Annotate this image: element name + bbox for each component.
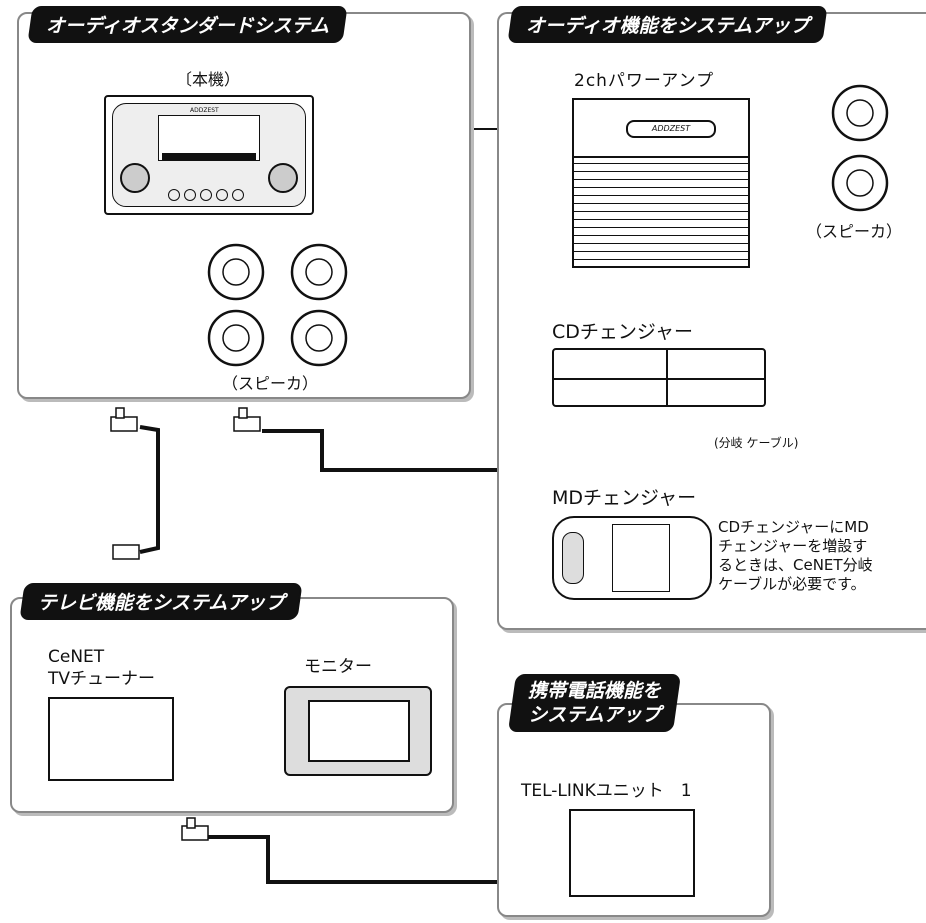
tuning-knob-icon — [268, 163, 298, 193]
tel-link-box — [569, 809, 695, 897]
head-unit: ADDZEST — [104, 95, 314, 215]
tv-tuner-label: CeNET TVチューナー — [48, 647, 156, 689]
volume-knob-icon — [120, 163, 150, 193]
md-changer-label: MDチェンジャー — [552, 487, 697, 509]
cd-changer-label: CDチェンジャー — [552, 321, 693, 343]
tv-up-title: テレビ機能をシステムアップ — [19, 583, 304, 620]
md-note: CDチェンジャーにMD チェンジャーを増設す るときは、CeNET分岐 ケーブル… — [718, 518, 873, 593]
phone-up-title: 携帯電話機能をシステムアップ — [507, 674, 682, 732]
cd-changer — [552, 348, 766, 407]
plug-icon — [112, 544, 140, 560]
amp-badge: ADDZEST — [626, 120, 716, 138]
left-speakers-label: （スピーカ） — [222, 374, 319, 393]
head-unit-brand: ADDZEST — [190, 107, 219, 114]
amp-label: 2chパワーアンプ — [574, 71, 715, 91]
monitor — [284, 686, 432, 776]
main-unit-label: 〔本機） — [176, 70, 241, 89]
right-speakers-label: （スピーカ） — [806, 222, 903, 241]
monitor-label: モニター — [304, 657, 372, 677]
power-amp: ADDZEST — [572, 98, 750, 268]
branch-cable-label: (分岐 ケーブル) — [714, 436, 799, 450]
md-changer — [552, 516, 712, 600]
tel-link-label: TEL-LINKユニット 1 — [521, 781, 692, 801]
tv-tuner-box — [48, 697, 174, 781]
